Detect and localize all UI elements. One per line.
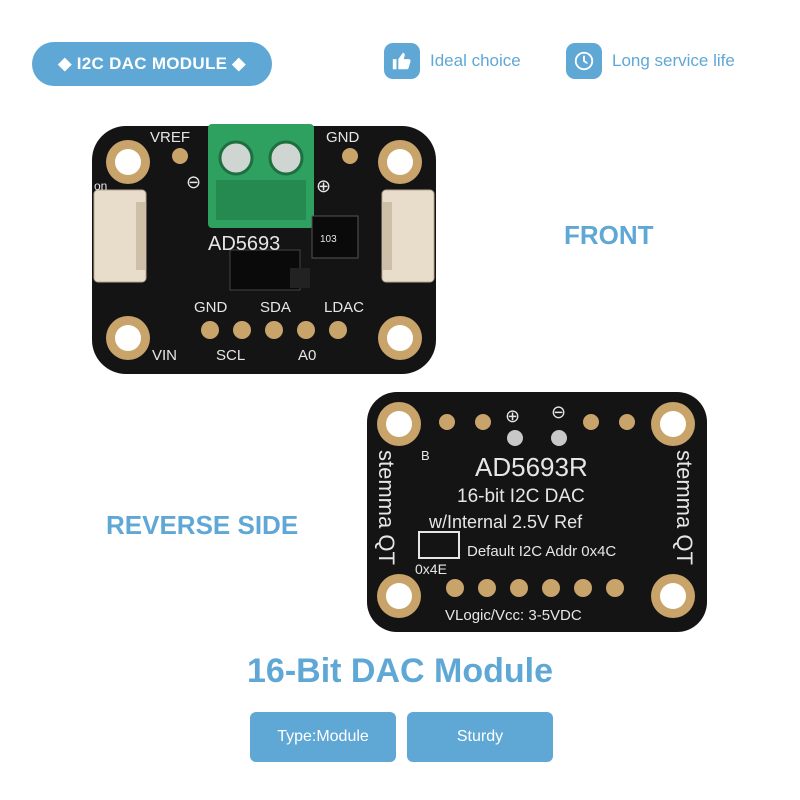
feature-long-service-life: Long service life — [566, 43, 735, 79]
brand-right: stemma QT — [672, 450, 697, 565]
terminal-minus: ⊖ — [186, 172, 201, 192]
pin-label-vin: VIN — [152, 347, 177, 364]
sturdy-button[interactable]: Sturdy — [407, 712, 553, 762]
b-mark: B — [421, 448, 430, 463]
clock-icon — [566, 43, 602, 79]
reverse-plus: ⊕ — [505, 406, 520, 426]
thumbs-up-icon — [384, 43, 420, 79]
resistor-label: 103 — [320, 234, 337, 245]
pin-label-vref: VREF — [150, 129, 190, 146]
module-type-badge: ◆ I2C DAC MODULE ◆ — [32, 42, 272, 86]
pin-label-ldac: LDAC — [324, 299, 364, 316]
pin-label-gnd-bottom: GND — [194, 299, 228, 316]
reverse-minus: ⊖ — [551, 402, 566, 422]
pin-label-scl: SCL — [216, 347, 245, 364]
pin-label-sda: SDA — [260, 299, 291, 316]
connector-label: on — [94, 179, 107, 193]
feature-label: Long service life — [612, 51, 735, 70]
feature-ideal-choice: Ideal choice — [384, 43, 521, 79]
product-title: 16-Bit DAC Module — [247, 652, 553, 690]
terminal-plus: ⊕ — [316, 176, 331, 196]
reverse-chip-name: AD5693R — [475, 452, 588, 482]
reverse-description: 16-bit I2C DAC — [457, 486, 585, 507]
pin-label-gnd: GND — [326, 129, 360, 146]
front-board-image: VREF GND AD5693 GND SDA LDAC VIN SCL A0 … — [92, 124, 436, 374]
feature-label: Ideal choice — [430, 51, 521, 70]
pin-label-a0: A0 — [298, 347, 316, 364]
front-caption: FRONT — [564, 220, 654, 250]
default-address: Default I2C Addr 0x4C — [467, 543, 616, 560]
alt-address: 0x4E — [415, 561, 447, 577]
reverse-reference: w/Internal 2.5V Ref — [428, 512, 583, 532]
reverse-caption: REVERSE SIDE — [106, 510, 299, 540]
brand-left: stemma QT — [374, 450, 399, 565]
type-module-button[interactable]: Type:Module — [250, 712, 396, 762]
reverse-board-image: ⊕ ⊖ B AD5693R 16-bit I2C DAC w/Internal … — [367, 392, 707, 632]
chip-label: AD5693 — [208, 233, 280, 255]
voltage-label: VLogic/Vcc: 3-5VDC — [445, 607, 582, 624]
